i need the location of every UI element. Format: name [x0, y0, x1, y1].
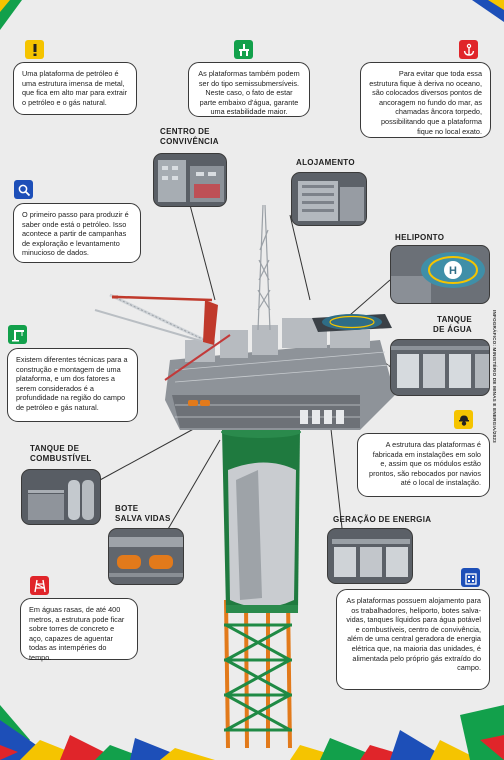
- tower-icon: [30, 576, 49, 595]
- fabrication-card: A estrutura das plataformas é fabricada …: [357, 433, 490, 497]
- shallow-card: Em águas rasas, de até 400 metros, a est…: [20, 598, 138, 662]
- label-tanque-combustivel: TANQUE DE COMBUSTÍVEL: [30, 444, 92, 463]
- construction-card: Existem diferentes técnicas para a const…: [7, 348, 138, 422]
- shallow-text: Em águas rasas, de até 400 metros, a est…: [29, 605, 125, 662]
- photo-convivencia: [153, 153, 227, 207]
- photo-heliponto: H: [390, 245, 490, 304]
- cranes: [94, 293, 231, 381]
- magnifier-icon: [14, 180, 33, 199]
- intro-text: Uma plataforma de petróleo é uma estrutu…: [22, 69, 128, 107]
- label-alojamento: ALOJAMENTO: [296, 158, 355, 167]
- topside-deck: [165, 318, 395, 430]
- photo-geracao: [327, 528, 413, 584]
- exclamation-icon: [25, 40, 44, 59]
- label-geracao: GERAÇÃO DE ENERGIA: [333, 515, 432, 524]
- tower-column: [221, 426, 301, 613]
- photo-tanque-agua: [390, 339, 490, 396]
- anchor-card: Para evitar que toda essa estrutura fiqu…: [360, 62, 491, 138]
- helipad-letter: H: [449, 265, 457, 277]
- derrick: [257, 204, 271, 331]
- exploration-text: O primeiro passo para produzir é saber o…: [22, 210, 129, 258]
- label-heliponto: HELIPONTO: [395, 233, 445, 242]
- fabrication-text: A estrutura das plataformas é fabricada …: [369, 440, 481, 488]
- crane-icon: [8, 325, 27, 344]
- platform-icon: [234, 40, 253, 59]
- helipad: [312, 314, 392, 332]
- worker-icon: [454, 410, 473, 429]
- label-tanque-agua: TANQUE DE ÁGUA: [433, 315, 472, 334]
- facilities-text: As plataformas possuem alojamento para o…: [346, 596, 481, 673]
- exploration-card: O primeiro passo para produzir é saber o…: [13, 203, 141, 263]
- semisub-text: As plataformas também podem ser do tipo …: [198, 69, 300, 117]
- facilities-card: As plataformas possuem alojamento para o…: [336, 589, 490, 690]
- intro-card: Uma plataforma de petróleo é uma estrutu…: [13, 62, 137, 115]
- building-icon: [461, 568, 480, 587]
- lattice-jacket: [224, 599, 292, 749]
- photo-alojamento: [291, 172, 367, 226]
- photo-tanque-combustivel: [21, 469, 101, 525]
- photo-bote: [108, 528, 184, 585]
- semisub-card: As plataformas também podem ser do tipo …: [188, 62, 310, 117]
- anchor-icon: [459, 40, 478, 59]
- label-bote: BOTE SALVA VIDAS: [115, 504, 171, 523]
- credit-text: INFOGRÁFICO: MINISTÉRIO DE MINAS E ENERG…: [492, 310, 497, 443]
- bottom-geometric-band: [0, 705, 504, 760]
- label-convivencia: CENTRO DE CONVIVÊNCIA: [160, 127, 219, 146]
- construction-text: Existem diferentes técnicas para a const…: [16, 355, 128, 412]
- anchor-text: Para evitar que toda essa estrutura fiqu…: [369, 69, 482, 136]
